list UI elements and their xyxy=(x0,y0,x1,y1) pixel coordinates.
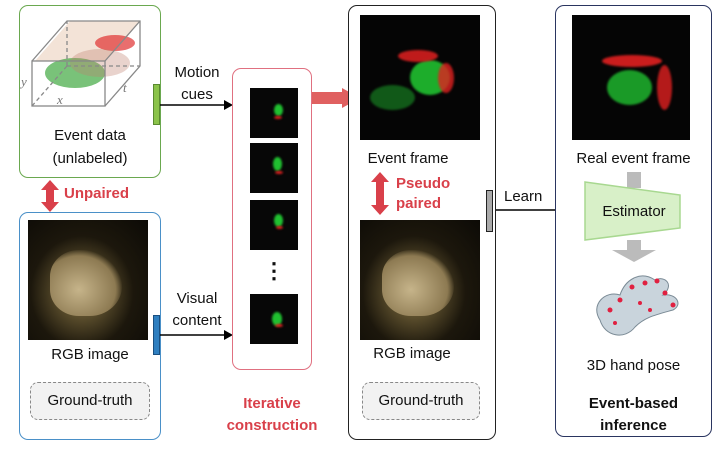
inference-label: inference xyxy=(600,417,667,434)
rgb-image xyxy=(28,220,148,340)
hand-mesh-image xyxy=(585,265,685,345)
rgb-image-label: RGB image xyxy=(51,346,129,363)
unpaired-label: Unpaired xyxy=(64,185,130,202)
event-based-label: Event-based xyxy=(588,395,679,412)
pseudo-label: Pseudo xyxy=(396,175,451,192)
hand-pose-label: 3D hand pose xyxy=(586,357,681,374)
visual-content-label: Visual content xyxy=(164,288,230,332)
iterative-construction-label: Iterative construction xyxy=(222,393,322,437)
iterative-label: Iterative xyxy=(243,395,301,412)
event-frame-label: Event frame xyxy=(367,150,449,167)
event-frame-thumb-2 xyxy=(250,143,298,193)
learn-label: Learn xyxy=(504,188,543,205)
event-data-sublabel: (unlabeled) xyxy=(52,150,128,167)
motion-label: Motion xyxy=(174,64,220,81)
unpaired-arrow-icon xyxy=(41,180,59,212)
event-frame-thumb-1 xyxy=(250,88,298,138)
motion-cues-label: Motion cues xyxy=(166,62,228,106)
real-event-frame-image xyxy=(572,15,690,140)
pseudo-connector-bar xyxy=(486,190,493,232)
pseudo-ground-truth-badge: Ground-truth xyxy=(362,382,480,420)
axis-t-label: t xyxy=(123,80,127,95)
ellipsis-dots: ⋮ xyxy=(263,258,285,283)
pseudo-paired-arrow-icon xyxy=(371,172,389,215)
axis-y-label: y xyxy=(21,74,27,89)
event-connector-bar xyxy=(153,84,160,125)
event-frame-thumb-n xyxy=(250,294,298,344)
event-based-inference-label: Event-based inference xyxy=(555,393,712,437)
visual-label: Visual xyxy=(176,290,218,307)
ground-truth-badge: Ground-truth xyxy=(30,382,150,420)
content-label: content xyxy=(172,312,222,329)
construction-label: construction xyxy=(226,417,318,434)
event-cube-image: y x t xyxy=(21,18,142,110)
pseudo-rgb-image xyxy=(360,220,480,340)
event-frame-thumb-3 xyxy=(250,200,298,250)
estimator-flow-icons xyxy=(584,172,681,262)
axis-x-label: x xyxy=(57,92,63,107)
event-frame-image xyxy=(360,15,480,140)
real-event-frame-label: Real event frame xyxy=(576,150,691,167)
pseudo-paired-label: Pseudo paired xyxy=(396,174,450,214)
cues-label: cues xyxy=(181,86,213,103)
event-data-label: Event data xyxy=(54,127,126,144)
rgb-connector-bar xyxy=(153,315,160,355)
pseudo-rgb-label: RGB image xyxy=(373,345,451,362)
paired-label: paired xyxy=(396,195,442,212)
estimator-label: Estimator xyxy=(602,203,666,220)
